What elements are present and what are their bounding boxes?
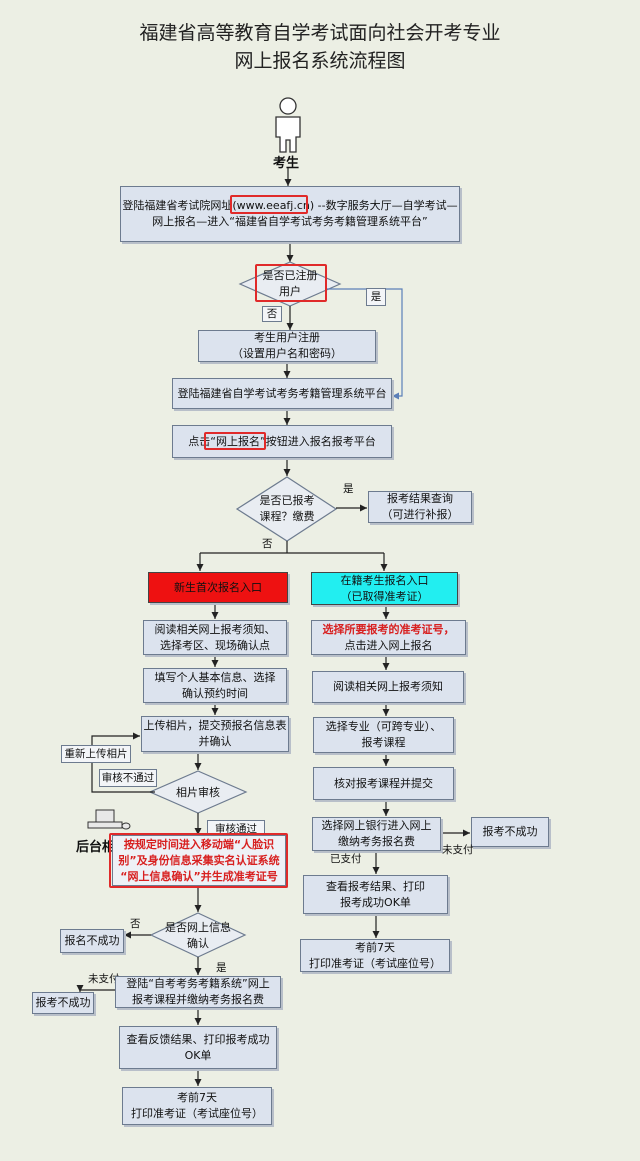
right-report-fail: 报考不成功 <box>471 817 549 847</box>
left-report-fail: 报考不成功 <box>32 992 94 1014</box>
left-face-verify: 按规定时间进入移动端“人脸识 别”及身份信息采集实名认证系统 “网上信息确认”并… <box>112 835 286 886</box>
decision-reported-line-2: 课程？缴费 <box>259 510 315 523</box>
result-query-line-1: 报考结果查询 <box>387 492 453 505</box>
step-click-online: 点击“网上报名”按钮进入报名报考平台 <box>172 425 392 458</box>
feedback-line-1: 查看反馈结果、打印报考成功 <box>126 1032 270 1046</box>
right-admission-line-2: 打印准考证（考试座位号） <box>309 956 441 970</box>
label-no-3: 否 <box>130 918 141 930</box>
highlight-url <box>230 195 308 214</box>
decision-reported-line-1: 是否已报考 <box>259 494 315 507</box>
label-no-2: 否 <box>262 538 273 550</box>
left-signup-fail: 报名不成功 <box>60 929 124 953</box>
step-register: 考生用户注册 （设置用户名和密码） <box>198 330 376 362</box>
pay-exam-line-2: 报考课程并缴纳考务报名费 <box>132 993 264 1006</box>
face-verify-line-2: 别”及身份信息采集实名认证系统 <box>118 853 280 867</box>
left-fill-info: 填写个人基本信息、选择 确认预约时间 <box>143 668 287 703</box>
select-number-line-2: 点击进入网上报名 <box>344 638 433 652</box>
title-line-1: 福建省高等教育自学考试面向社会开考专业 <box>139 22 501 44</box>
label-unpaid-2: 未支付 <box>442 844 474 856</box>
new-entry-label: 新生首次报名入口 <box>174 580 262 594</box>
actor-label: 考生 <box>273 156 300 171</box>
left-upload-photo: 上传相片，提交预报名信息表 并确认 <box>141 716 289 752</box>
view-print-line-2: 报考成功OK单 <box>340 895 411 909</box>
check-submit-text: 核对报考课程并提交 <box>334 776 433 790</box>
label-no-1: 否 <box>262 306 282 322</box>
highlight-online <box>204 432 266 450</box>
decision-confirmed-text: 是否网上信息 确认 <box>160 920 236 952</box>
pay-exam-line-1: 登陆“自考考务考籍系统”网上 <box>126 977 270 990</box>
left-admission-line-1: 考前7天 <box>177 1091 217 1104</box>
label-reupload: 重新上传相片 <box>61 745 131 763</box>
left-upload-photo-line-1: 上传相片，提交预报名信息表 <box>143 719 287 732</box>
bank-pay-line-2: 缴纳考务报名费 <box>338 835 415 848</box>
result-query-line-2: （可进行补报） <box>381 508 459 521</box>
right-select-number: 选择所要报考的准考证号， 点击进入网上报名 <box>311 620 466 655</box>
left-read-notice-line-2: 选择考区、现场确认点 <box>160 638 270 652</box>
step-login-platform: 登陆福建省自学考试考务考籍管理系统平台 <box>172 378 392 409</box>
report-fail-1-text: 报考不成功 <box>35 996 91 1009</box>
left-upload-photo-line-2: 并确认 <box>198 735 232 748</box>
label-review-fail: 审核不通过 <box>99 769 157 787</box>
right-admission-line-1: 考前7天 <box>355 940 395 954</box>
signup-fail-text: 报名不成功 <box>64 934 120 947</box>
select-major-line-1: 选择专业（可跨专业）、 <box>325 720 442 733</box>
right-bank-pay: 选择网上银行进入网上 缴纳考务报名费 <box>312 817 441 851</box>
left-admission: 考前7天 打印准考证（考试座位号） <box>122 1087 272 1125</box>
left-pay-exam: 登陆“自考考务考籍系统”网上 报考课程并缴纳考务报名费 <box>115 976 281 1008</box>
label-yes-2: 是 <box>343 483 354 495</box>
decision-reported-text: 是否已报考 课程？缴费 <box>249 493 325 525</box>
face-verify-line-1: 按规定时间进入移动端“人脸识 <box>123 837 275 851</box>
left-fill-info-line-2: 确认预约时间 <box>182 686 248 700</box>
report-fail-2-text: 报考不成功 <box>482 825 538 838</box>
login-website-line-2: 网上报名—进入“福建省自学考试考务考籍管理系统平台” <box>152 215 428 228</box>
right-read-notice: 阅读相关网上报考须知 <box>312 671 464 703</box>
highlight-registered <box>255 264 327 302</box>
decision-confirmed-line-2: 确认 <box>187 937 209 950</box>
decision-registered-text: 是否已注册 用户 <box>252 268 328 300</box>
label-unpaid-1: 未支付 <box>88 973 120 985</box>
face-verify-line-3: “网上信息确认”并生成准考证号 <box>120 869 278 883</box>
view-print-line-1: 查看报考结果、打印 <box>326 879 425 893</box>
bank-pay-line-1: 选择网上银行进入网上 <box>321 819 432 832</box>
label-yes-3: 是 <box>216 962 227 974</box>
right-view-print: 查看报考结果、打印 报考成功OK单 <box>303 875 448 914</box>
select-number-line-1: 选择所要报考的准考证号， <box>322 622 455 636</box>
current-entry-line-1: 在籍考生报名入口 <box>340 573 429 587</box>
login-website-line-1: 登陆福建省考试院网址(www.eeafj.cn) --数字服务大厅—自学考试— <box>122 199 458 212</box>
step-result-query: 报考结果查询 （可进行补报） <box>368 491 472 523</box>
computer-icon <box>87 809 131 830</box>
click-online-text: 点击“网上报名”按钮进入报名报考平台 <box>188 434 376 448</box>
register-line-1: 考生用户注册 <box>254 331 320 344</box>
left-read-notice-line-1: 阅读相关网上报考须知、 <box>154 622 276 636</box>
left-read-notice: 阅读相关网上报考须知、 选择考区、现场确认点 <box>143 620 287 655</box>
feedback-line-2: OK单 <box>184 1048 212 1062</box>
current-student-entry: 在籍考生报名入口 （已取得准考证） <box>311 572 458 605</box>
login-platform-text: 登陆福建省自学考试考务考籍管理系统平台 <box>177 386 387 400</box>
left-feedback: 查看反馈结果、打印报考成功 OK单 <box>119 1026 277 1069</box>
right-select-major: 选择专业（可跨专业）、 报考课程 <box>313 717 454 753</box>
decision-registered-line-1: 是否已注册 <box>262 269 318 282</box>
label-paid: 已支付 <box>330 853 362 865</box>
right-admission: 考前7天 打印准考证（考试座位号） <box>300 939 450 972</box>
left-admission-line-2: 打印准考证（考试座位号） <box>131 1107 263 1120</box>
right-read-notice-text: 阅读相关网上报考须知 <box>333 680 443 693</box>
right-check-submit: 核对报考课程并提交 <box>313 767 454 800</box>
highlight-face-verify <box>109 833 288 888</box>
current-entry-line-2: （已取得准考证） <box>340 589 429 603</box>
register-line-2: （设置用户名和密码） <box>232 347 342 360</box>
person-icon <box>275 97 301 153</box>
decision-confirmed-line-1: 是否网上信息 <box>165 921 231 934</box>
select-major-line-2: 报考课程 <box>361 736 406 749</box>
new-student-entry: 新生首次报名入口 <box>148 572 288 603</box>
photo-review-text: 相片审核 <box>176 786 220 799</box>
decision-registered-line-2: 用户 <box>279 285 301 298</box>
left-fill-info-line-1: 填写个人基本信息、选择 <box>154 670 276 684</box>
title-line-2: 网上报名系统流程图 <box>234 50 406 72</box>
label-yes-1: 是 <box>366 288 386 306</box>
